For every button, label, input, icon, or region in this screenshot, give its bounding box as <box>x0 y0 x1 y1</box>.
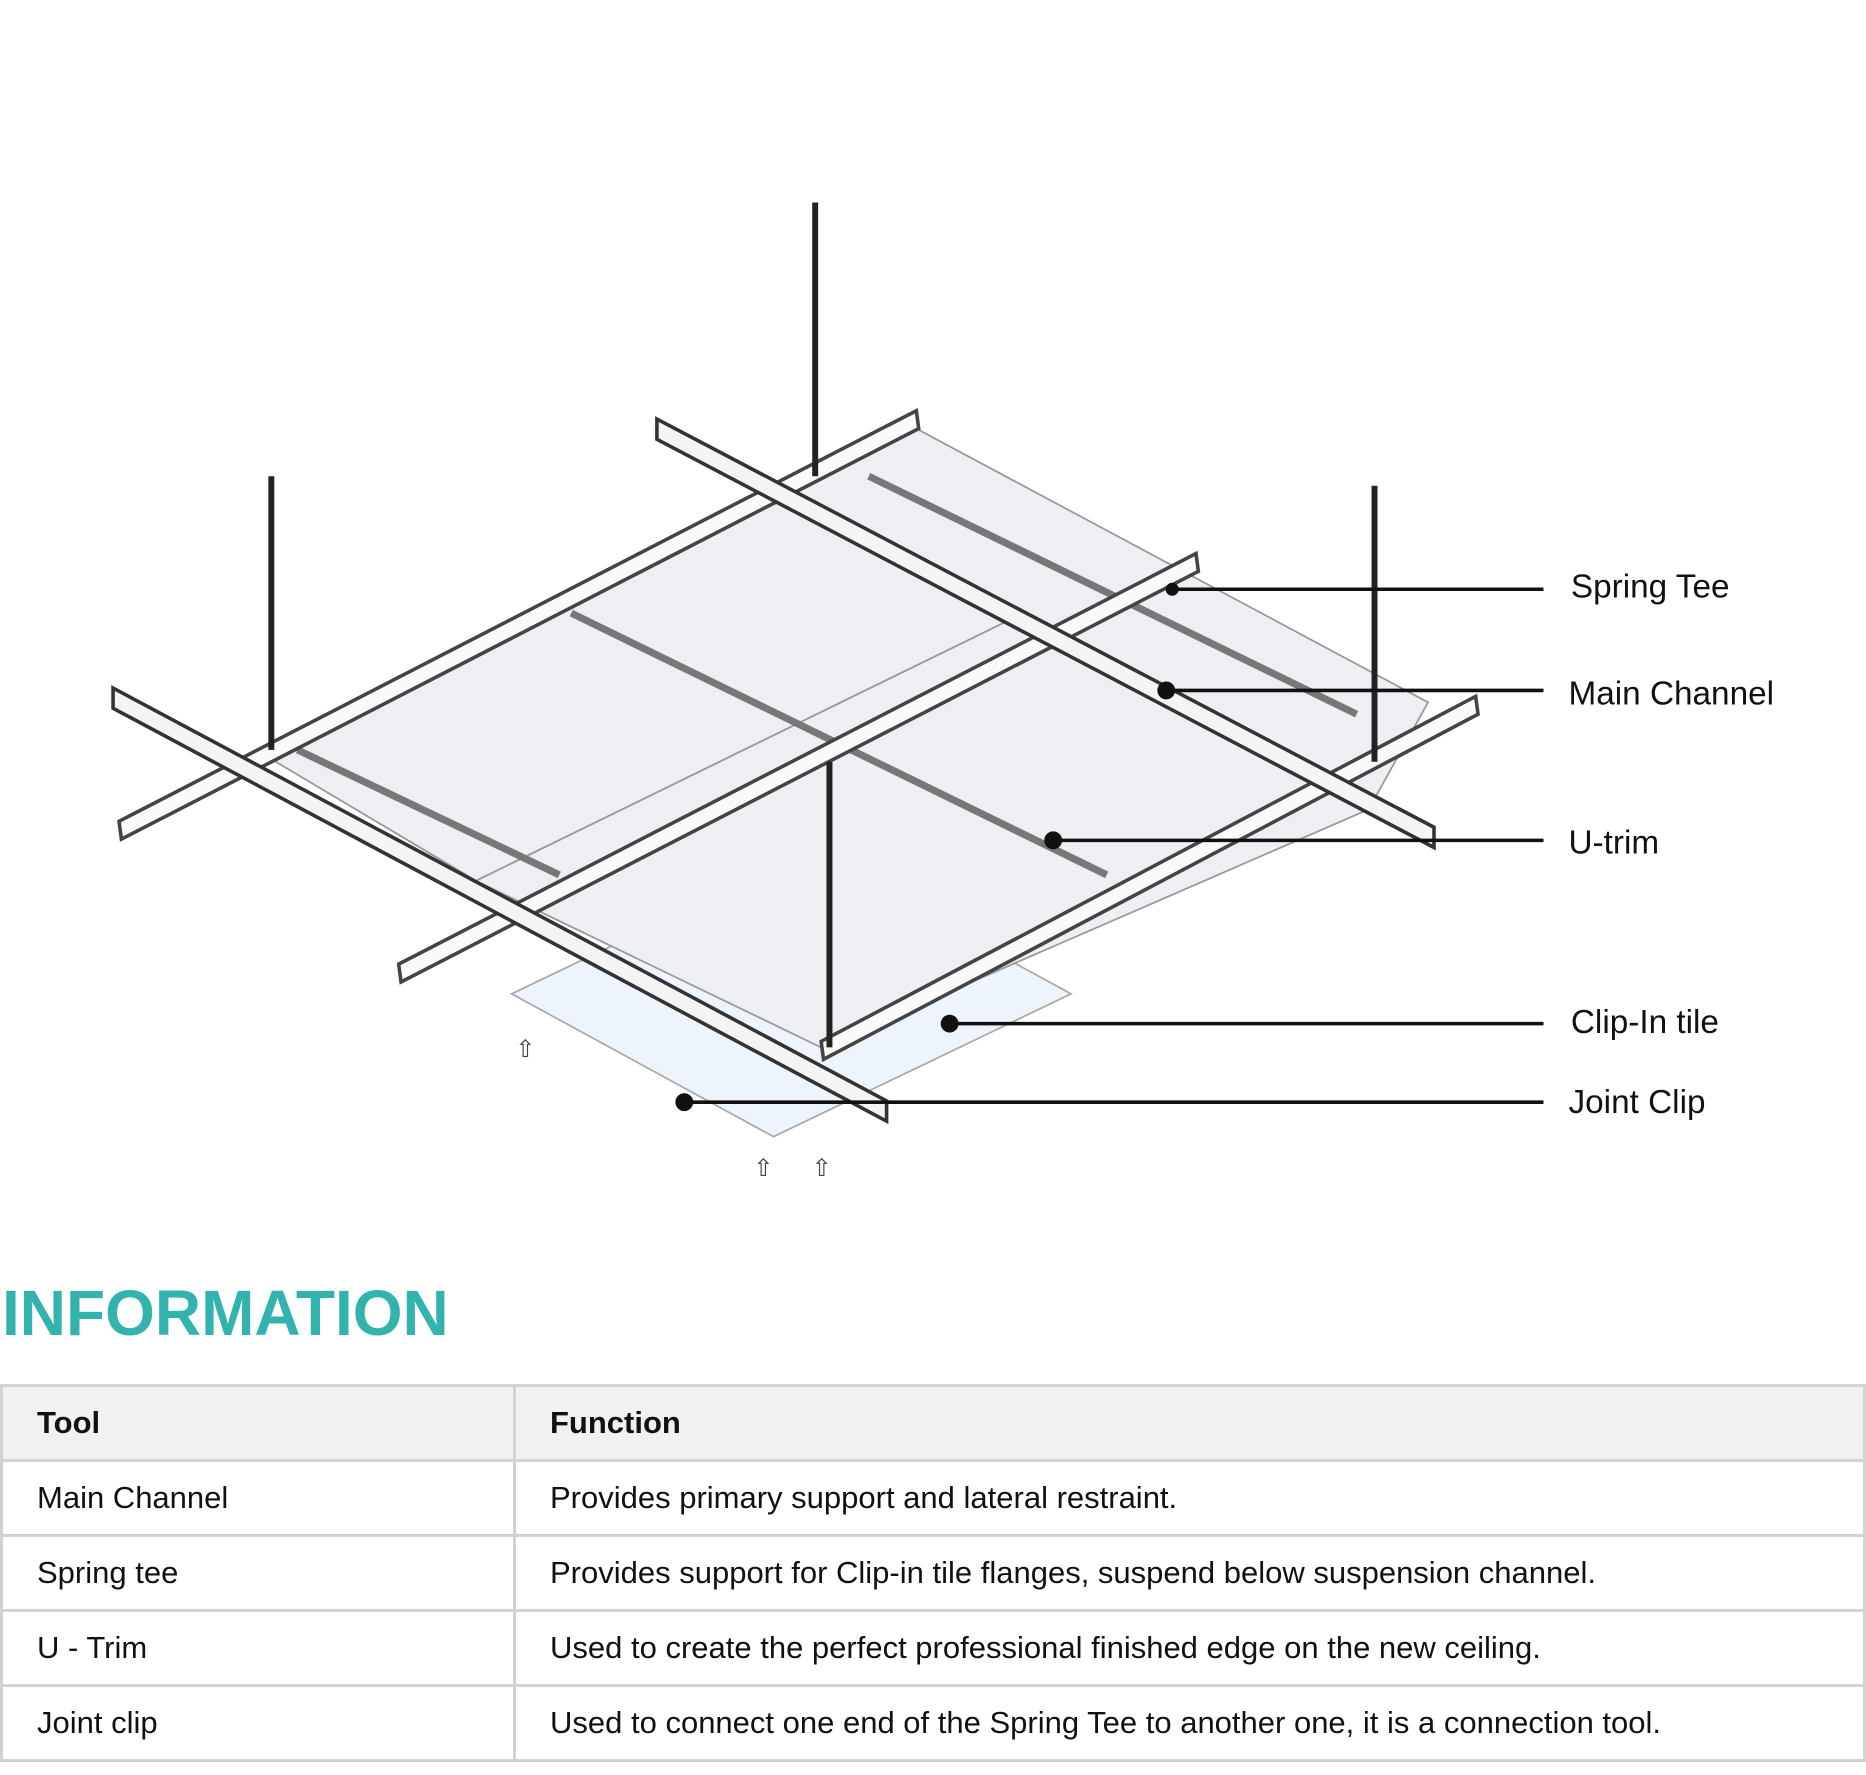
tool-cell: Spring tee <box>0 1534 516 1612</box>
upload-arrows: ⇧ ⇧ ⇧ <box>515 1036 831 1182</box>
spring-tees <box>117 407 1480 1063</box>
leader-lines <box>675 582 1544 1112</box>
function-cell: Used to create the perfect professional … <box>513 1609 1866 1687</box>
table-row: Main Channel Provides primary support an… <box>0 1459 1866 1537</box>
svg-text:⇧: ⇧ <box>753 1155 773 1182</box>
hanger-rods <box>268 202 1378 1048</box>
label-spring-tee: Spring Tee <box>1571 569 1730 606</box>
label-u-trim: U-trim <box>1568 824 1659 861</box>
section-title: INFORMATION <box>2 1277 449 1349</box>
svg-text:⇧: ⇧ <box>515 1036 535 1063</box>
tool-cell: U - Trim <box>0 1609 516 1687</box>
svg-text:⇧: ⇧ <box>812 1155 832 1182</box>
function-cell: Provides primary support and lateral res… <box>513 1459 1866 1537</box>
table-header-row: Tool Function <box>0 1384 1866 1462</box>
label-joint-clip: Joint Clip <box>1568 1084 1705 1121</box>
table-row: Spring tee Provides support for Clip-in … <box>0 1534 1866 1612</box>
table-row: U - Trim Used to create the perfect prof… <box>0 1609 1866 1687</box>
label-main-channel: Main Channel <box>1568 676 1774 713</box>
function-cell: Used to connect one end of the Spring Te… <box>513 1684 1866 1762</box>
label-clip-in-tile: Clip-In tile <box>1571 1004 1719 1041</box>
function-cell: Provides support for Clip-in tile flange… <box>513 1534 1866 1612</box>
table-row: Joint clip Used to connect one end of th… <box>0 1684 1866 1762</box>
tool-cell: Main Channel <box>0 1459 516 1537</box>
header-tool: Tool <box>0 1384 516 1462</box>
header-function: Function <box>513 1384 1866 1462</box>
ceiling-system-diagram: ⇧ ⇧ ⇧ Spring Tee Main Channel U-trim Clip-… <box>111 202 1774 1182</box>
information-table: Tool Function Main Channel Provides prim… <box>0 1384 1866 1762</box>
tool-cell: Joint clip <box>0 1684 516 1762</box>
